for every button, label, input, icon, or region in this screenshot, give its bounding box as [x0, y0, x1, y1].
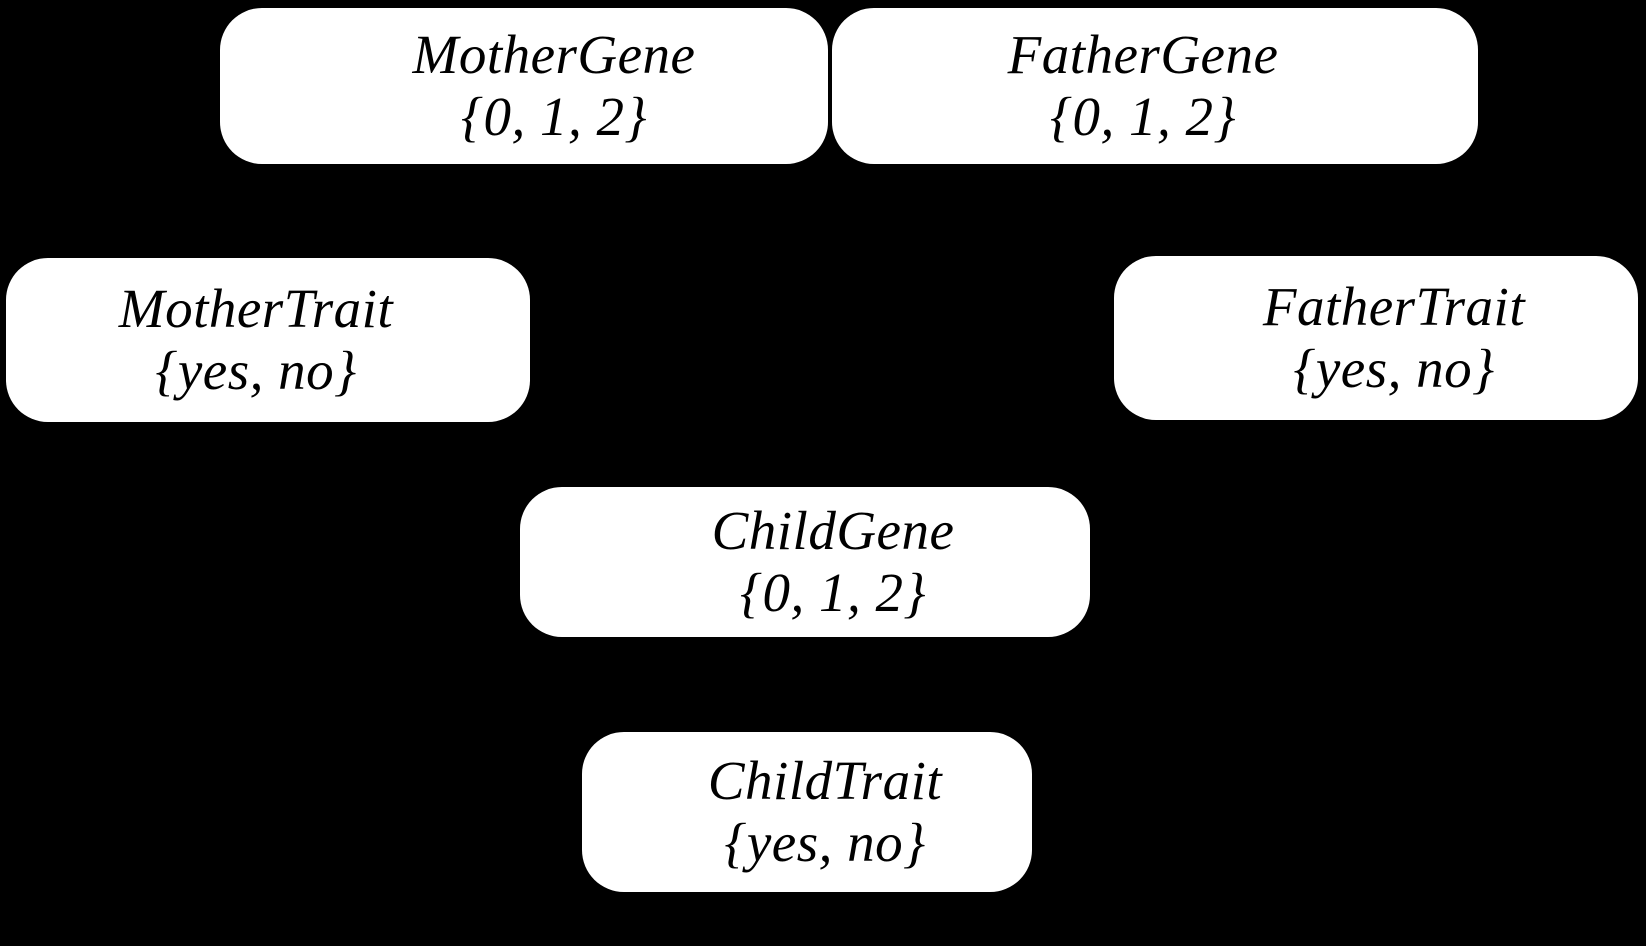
node-mother-gene-title: MotherGene: [412, 24, 696, 86]
node-child-trait-title: ChildTrait: [707, 750, 943, 812]
node-child-gene-domain: {0, 1, 2}: [739, 562, 926, 623]
node-mother-trait-domain: {yes, no}: [155, 340, 357, 401]
node-child-gene-title: ChildGene: [711, 500, 955, 562]
node-father-gene-title: FatherGene: [1007, 24, 1279, 86]
node-father-trait-title: FatherTrait: [1262, 276, 1526, 338]
node-child-trait-domain: {yes, no}: [724, 812, 926, 873]
node-mother-gene-text: MotherGene {0, 1, 2}: [413, 24, 696, 147]
node-child-gene[interactable]: ChildGene {0, 1, 2}: [520, 487, 1090, 637]
node-mother-trait[interactable]: MotherTrait {yes, no}: [6, 258, 530, 422]
node-child-gene-text: ChildGene {0, 1, 2}: [712, 500, 955, 623]
node-child-trait[interactable]: ChildTrait {yes, no}: [582, 732, 1032, 892]
node-father-trait[interactable]: FatherTrait {yes, no}: [1114, 256, 1638, 420]
node-mother-trait-title: MotherTrait: [118, 278, 394, 340]
node-father-gene-text: FatherGene {0, 1, 2}: [1008, 24, 1279, 147]
node-mother-gene-domain: {0, 1, 2}: [461, 86, 647, 147]
node-father-trait-text: FatherTrait {yes, no}: [1263, 276, 1525, 399]
node-father-gene[interactable]: FatherGene {0, 1, 2}: [832, 8, 1478, 164]
node-father-gene-domain: {0, 1, 2}: [1050, 86, 1236, 147]
node-mother-gene[interactable]: MotherGene {0, 1, 2}: [220, 8, 828, 164]
node-father-trait-domain: {yes, no}: [1293, 338, 1495, 399]
node-child-trait-text: ChildTrait {yes, no}: [708, 750, 942, 873]
node-mother-trait-text: MotherTrait {yes, no}: [119, 278, 393, 401]
